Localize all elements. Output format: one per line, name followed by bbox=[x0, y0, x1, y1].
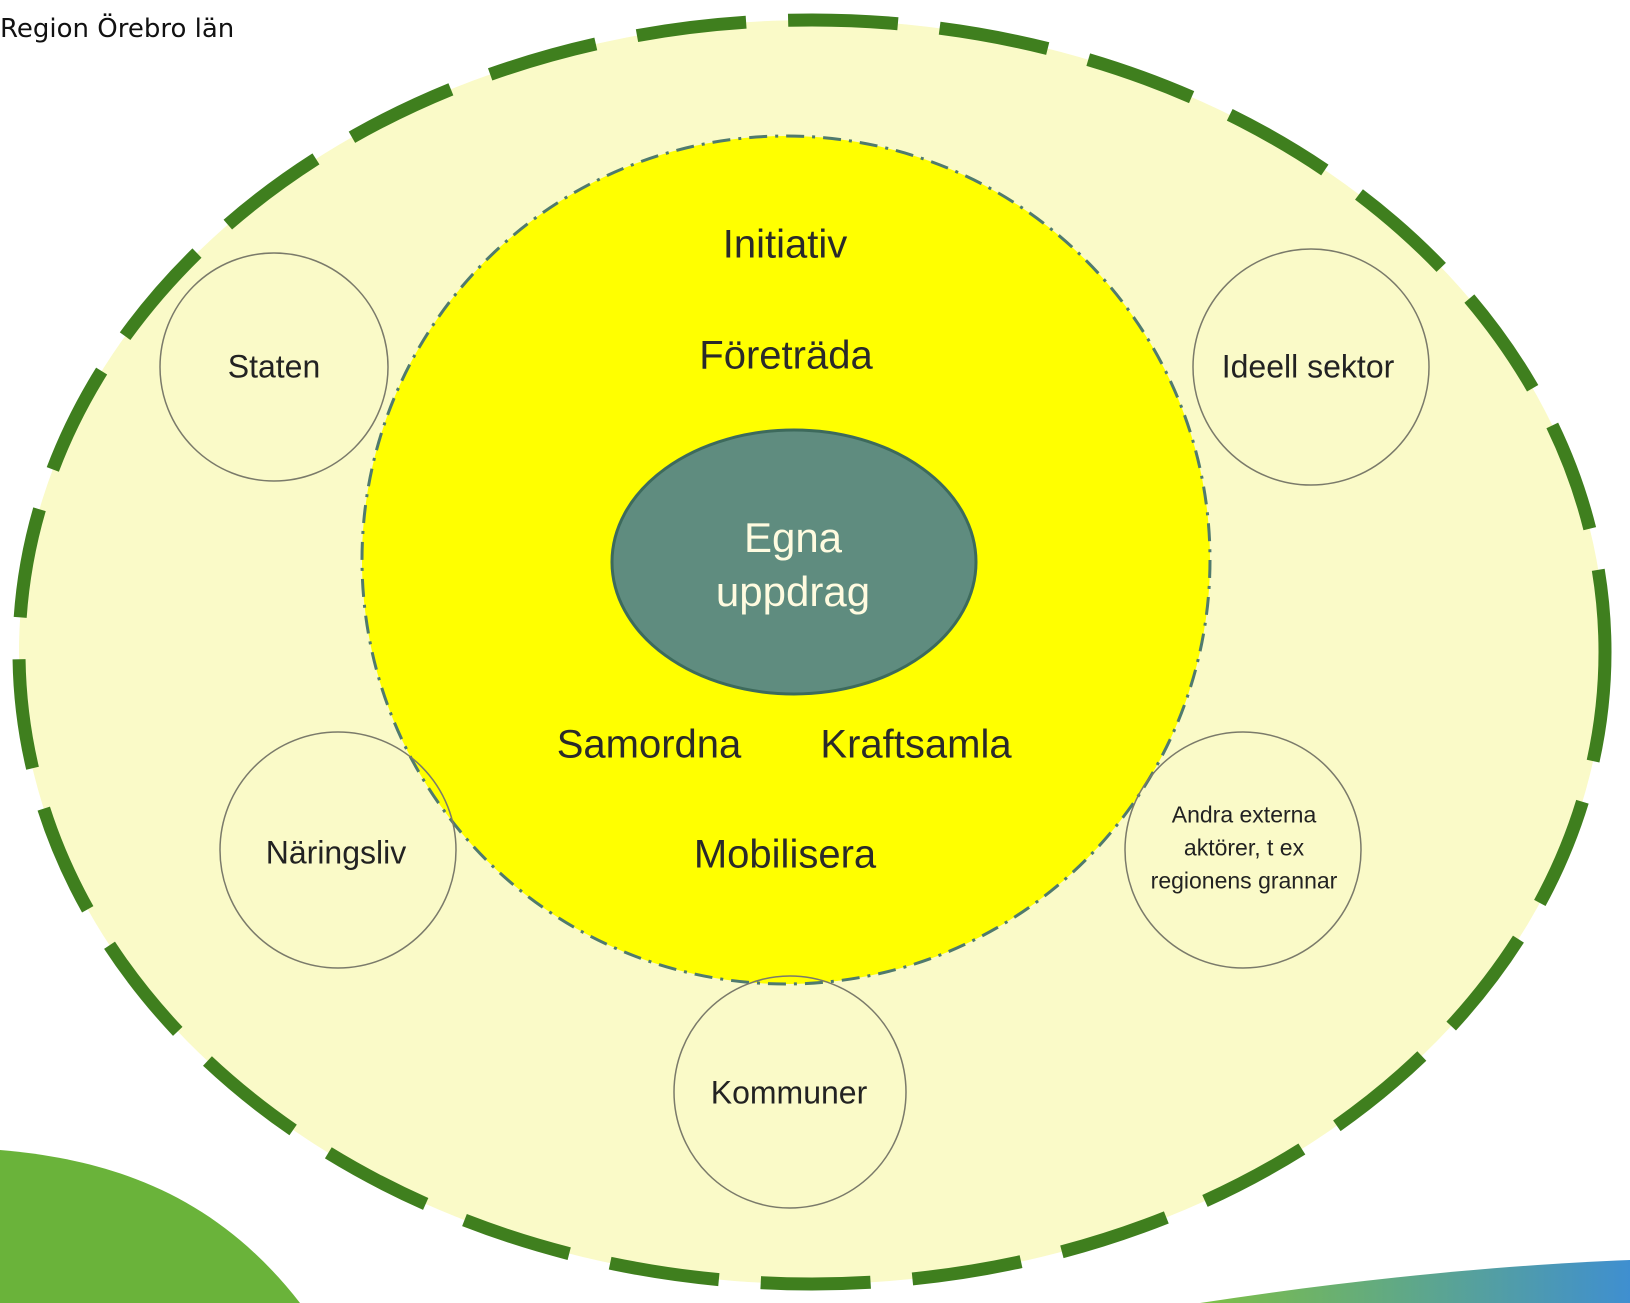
actor-circle-naringsliv bbox=[219, 731, 457, 969]
background-swoosh-right bbox=[1200, 1260, 1630, 1303]
actor-circle-kommuner bbox=[673, 975, 907, 1209]
core-ellipse bbox=[610, 428, 978, 696]
activity-initiativ: Initiativ bbox=[722, 222, 848, 267]
actor-label-naringsliv: Näringsliv bbox=[265, 834, 407, 871]
actor-circle-ideell-sektor bbox=[1192, 248, 1430, 486]
background-swoosh-left bbox=[0, 1150, 300, 1303]
actor-label-staten: Staten bbox=[227, 348, 321, 385]
actor-circle-andra-externa bbox=[1124, 731, 1362, 969]
activity-samordna: Samordna bbox=[556, 722, 742, 767]
actor-label-ideell-sektor: Ideell sektor bbox=[1221, 348, 1395, 385]
actor-circle-staten bbox=[159, 252, 389, 482]
core-label: Egna uppdrag bbox=[715, 514, 871, 615]
activity-kraftsamla: Kraftsamla bbox=[820, 722, 1012, 767]
actor-label-kommuner: Kommuner bbox=[710, 1074, 868, 1111]
activity-mobilisera: Mobilisera bbox=[693, 832, 877, 877]
organization-name: Region Örebro län bbox=[0, 14, 235, 44]
activity-foretrada: Företräda bbox=[699, 333, 873, 378]
actor-label-andra-externa: Andra externa aktörer, t ex regionens gr… bbox=[1150, 801, 1338, 894]
